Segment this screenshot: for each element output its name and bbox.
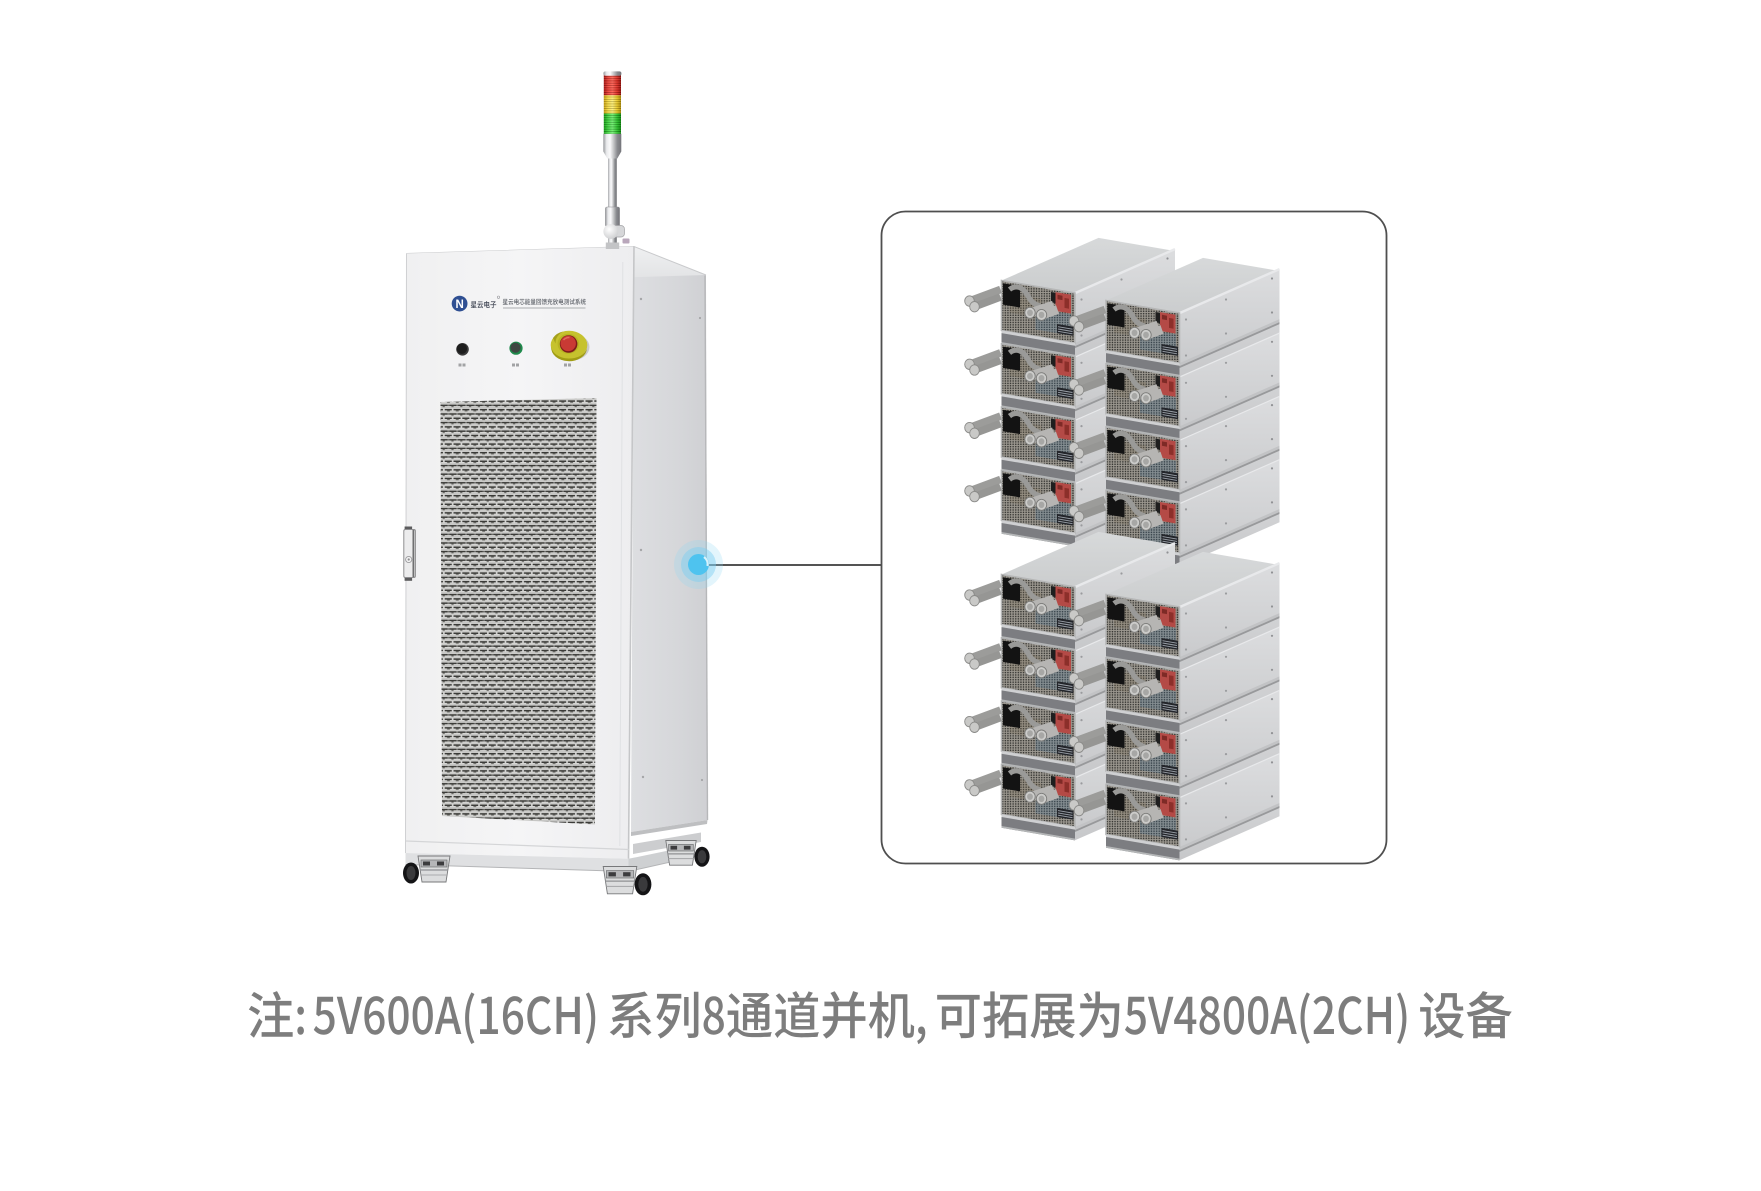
- svg-text:N: N: [455, 299, 463, 311]
